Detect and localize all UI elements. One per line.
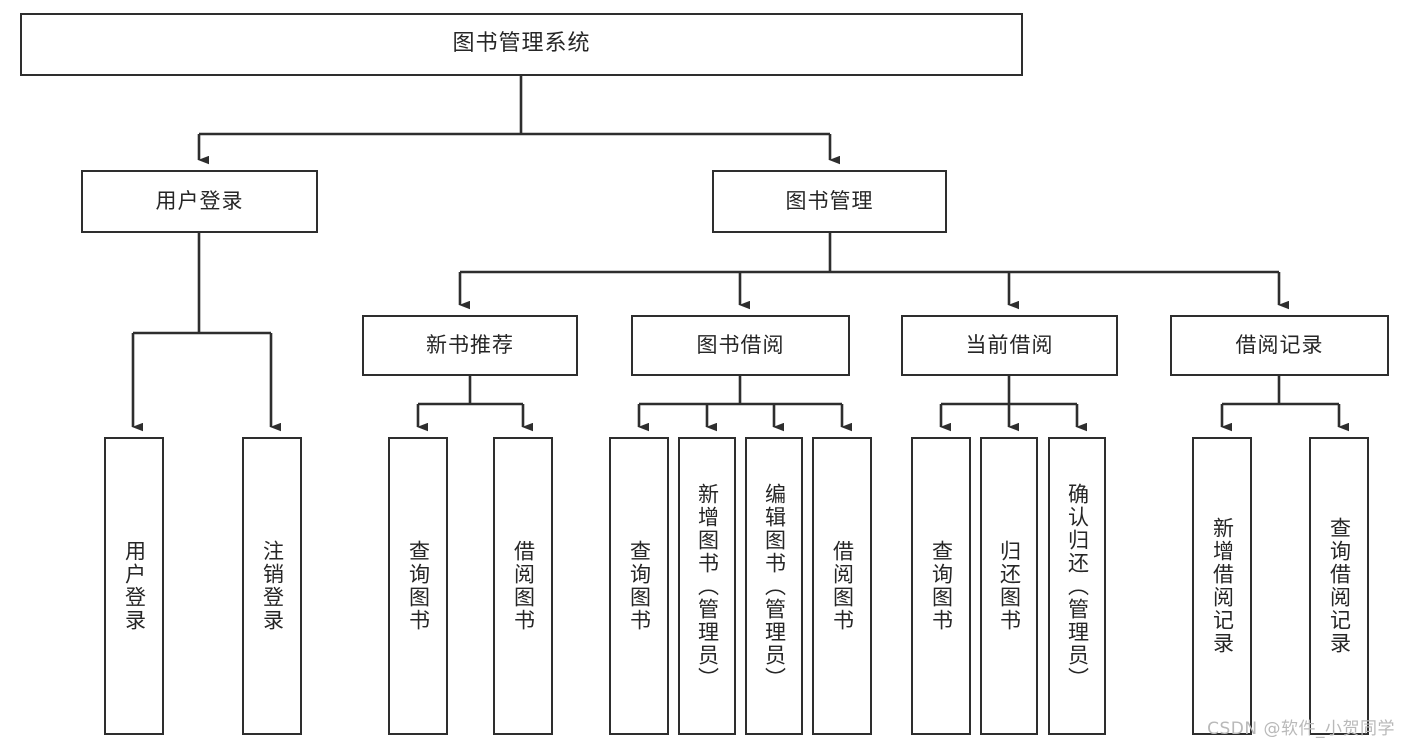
leaf-records-add-record[interactable]: 新增借阅记录: [1192, 437, 1252, 735]
leaf-borrow-borrow-book[interactable]: 借阅图书: [812, 437, 872, 735]
leaf-label: 借阅图书: [511, 540, 536, 632]
leaf-current-confirm-return[interactable]: 确认归还（管理员）: [1048, 437, 1106, 735]
csdn-watermark: CSDN @软件_小贺同学: [1207, 719, 1395, 739]
leaf-label: 查询借阅记录: [1327, 517, 1352, 655]
leaf-user-login-logout[interactable]: 注销登录: [242, 437, 302, 735]
node-current-borrow[interactable]: 当前借阅: [901, 315, 1118, 376]
leaf-user-login-login[interactable]: 用户登录: [104, 437, 164, 735]
leaf-records-query-record[interactable]: 查询借阅记录: [1309, 437, 1369, 735]
leaf-current-query-book[interactable]: 查询图书: [911, 437, 971, 735]
node-new-book-recommend[interactable]: 新书推荐: [362, 315, 578, 376]
leaf-new-book-borrow[interactable]: 借阅图书: [493, 437, 553, 735]
leaf-new-book-query[interactable]: 查询图书: [388, 437, 448, 735]
leaf-label: 确认归还（管理员）: [1065, 482, 1090, 690]
leaf-borrow-add-book[interactable]: 新增图书（管理员）: [678, 437, 736, 735]
leaf-label: 用户登录: [122, 540, 147, 632]
leaf-borrow-query-book[interactable]: 查询图书: [609, 437, 669, 735]
leaf-label: 借阅图书: [830, 540, 855, 632]
leaf-label: 查询图书: [929, 540, 954, 632]
leaf-label: 新增借阅记录: [1210, 517, 1235, 655]
leaf-borrow-edit-book[interactable]: 编辑图书（管理员）: [745, 437, 803, 735]
node-root-system[interactable]: 图书管理系统: [20, 13, 1023, 76]
leaf-current-return-book[interactable]: 归还图书: [980, 437, 1038, 735]
leaf-label: 注销登录: [260, 540, 285, 632]
leaf-label: 新增图书（管理员）: [695, 482, 720, 690]
node-book-management[interactable]: 图书管理: [712, 170, 947, 233]
leaf-label: 查询图书: [627, 540, 652, 632]
leaf-label: 归还图书: [997, 540, 1022, 632]
leaf-label: 编辑图书（管理员）: [762, 482, 787, 690]
node-borrow-records[interactable]: 借阅记录: [1170, 315, 1389, 376]
node-user-login[interactable]: 用户登录: [81, 170, 318, 233]
node-book-borrow[interactable]: 图书借阅: [631, 315, 850, 376]
leaf-label: 查询图书: [406, 540, 431, 632]
